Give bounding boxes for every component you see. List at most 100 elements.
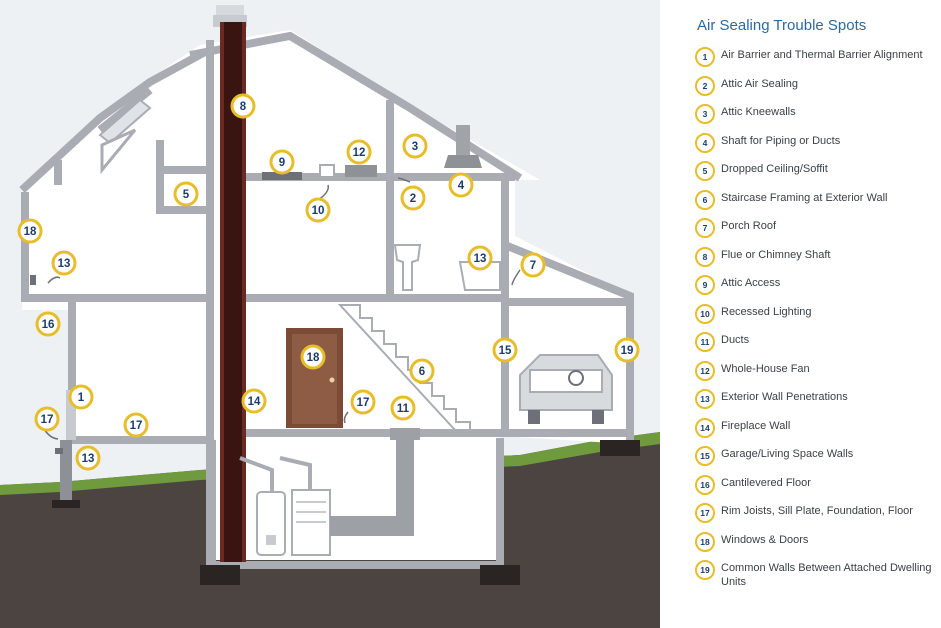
legend-number-badge: 6 bbox=[695, 189, 715, 210]
attic-access-hatch bbox=[262, 172, 302, 180]
grass-strip bbox=[0, 432, 660, 495]
marker-number: 16 bbox=[42, 319, 55, 331]
legend-number-badge: 3 bbox=[695, 104, 715, 124]
marker-number: 14 bbox=[248, 396, 261, 408]
marker-number: 13 bbox=[58, 258, 71, 270]
legend-label: Porch Roof bbox=[721, 220, 777, 232]
basement-walls bbox=[208, 438, 504, 569]
legend-number-badge: 1 bbox=[695, 47, 715, 67]
marker-number: 11 bbox=[397, 403, 410, 415]
legend-label: Rim Joists, Sill Plate, Foundation, Floo… bbox=[721, 505, 913, 517]
vent-stack bbox=[456, 125, 470, 155]
legend-item: 10 Recessed Lighting bbox=[695, 303, 941, 324]
sink-icon bbox=[393, 244, 422, 291]
marker-badge: 15 bbox=[492, 337, 518, 363]
marker-number: 18 bbox=[307, 352, 320, 364]
legend-label: Recessed Lighting bbox=[721, 305, 812, 318]
marker-badge: 18 bbox=[17, 218, 43, 244]
legend-number-badge: 5 bbox=[695, 161, 715, 181]
marker-number: 8 bbox=[240, 101, 247, 113]
legend-label: Exterior Wall Penetrations bbox=[721, 391, 848, 403]
water-heater-icon bbox=[239, 456, 312, 556]
legend-label: Common Walls Between Attached Dwelling U… bbox=[721, 562, 932, 588]
legend-item: 5 Dropped Ceiling/Soffit bbox=[695, 161, 941, 181]
ductwork bbox=[330, 428, 420, 536]
dormer-roof bbox=[97, 86, 153, 134]
garage-footing bbox=[600, 440, 640, 456]
legend-number-badge: 14 bbox=[695, 417, 715, 438]
marker-number: 1 bbox=[78, 392, 85, 404]
marker-badge: 1 bbox=[68, 384, 94, 410]
marker-number: 10 bbox=[312, 205, 325, 217]
legend-label: Ducts bbox=[721, 334, 750, 346]
marker-number: 7 bbox=[530, 260, 536, 272]
legend-label: Attic Kneewalls bbox=[721, 106, 796, 118]
marker-badge: 13 bbox=[51, 250, 77, 276]
porch-column bbox=[66, 390, 76, 440]
legend-number-badge: 10 bbox=[695, 303, 715, 324]
legend-number-badge: 7 bbox=[695, 218, 715, 238]
dropped-soffit bbox=[156, 140, 210, 214]
marker-number: 15 bbox=[499, 345, 512, 357]
marker-number: 19 bbox=[621, 345, 634, 357]
legend-title: Air Sealing Trouble Spots bbox=[697, 17, 867, 34]
legend-number-badge: 16 bbox=[695, 474, 715, 495]
marker-number: 13 bbox=[474, 253, 487, 265]
legend-label: Flue or Chimney Shaft bbox=[721, 248, 831, 261]
legend-label: Garage/Living Space Walls bbox=[721, 448, 854, 460]
legend-number-badge: 12 bbox=[695, 360, 715, 381]
legend-number-badge: 2 bbox=[695, 75, 715, 96]
marker-number: 12 bbox=[353, 147, 366, 159]
marker-badge: 10 bbox=[305, 197, 331, 223]
legend-number-badge: 19 bbox=[695, 560, 715, 580]
house-interior bbox=[22, 30, 632, 444]
legend-number-badge: 9 bbox=[695, 275, 715, 295]
legend-label: Dropped Ceiling/Soffit bbox=[721, 163, 828, 175]
marker-number: 6 bbox=[419, 366, 425, 378]
legend-item: 3 Attic Kneewalls bbox=[695, 104, 941, 124]
right-footing bbox=[480, 565, 520, 585]
front-door-icon bbox=[286, 328, 343, 428]
legend-label: Staircase Framing at Exterior Wall bbox=[721, 191, 888, 204]
legend-label: Attic Access bbox=[721, 277, 781, 289]
marker-number: 17 bbox=[41, 414, 54, 426]
marker-badge: 6 bbox=[409, 358, 435, 384]
marker-badge: 3 bbox=[402, 133, 428, 159]
legend-label: Cantilevered Floor bbox=[721, 476, 811, 489]
marker-badge: 13 bbox=[75, 445, 101, 471]
marker-badge: 14 bbox=[241, 388, 267, 414]
legend-label: Attic Air Sealing bbox=[721, 77, 799, 90]
legend-item: 2 Attic Air Sealing bbox=[695, 75, 941, 96]
legend-label: Shaft for Piping or Ducts bbox=[721, 134, 841, 147]
recessed-light-icon bbox=[319, 164, 335, 178]
marker-badge: 5 bbox=[173, 181, 199, 207]
marker-number: 2 bbox=[410, 193, 416, 205]
left-footing bbox=[200, 565, 240, 585]
legend-item: 7 Porch Roof bbox=[695, 218, 941, 238]
marker-badge: 9 bbox=[269, 149, 295, 175]
garage-roof bbox=[503, 241, 634, 444]
marker-badge: 18 bbox=[300, 344, 326, 370]
marker-number: 13 bbox=[82, 453, 95, 465]
legend-number-badge: 4 bbox=[695, 132, 715, 153]
legend-item: 6 Staircase Framing at Exterior Wall bbox=[695, 189, 941, 210]
legend-item: 11 Ducts bbox=[695, 332, 941, 352]
marker-number: 17 bbox=[130, 420, 143, 432]
marker-badge: 8 bbox=[230, 93, 256, 119]
legend-number-badge: 15 bbox=[695, 446, 715, 466]
car-icon bbox=[519, 354, 613, 424]
marker-badge: 17 bbox=[123, 412, 149, 438]
legend-number-badge: 11 bbox=[695, 332, 715, 352]
marker-number: 9 bbox=[279, 157, 285, 169]
marker-number: 17 bbox=[357, 397, 370, 409]
marker-badge: 17 bbox=[350, 389, 376, 415]
marker-number: 18 bbox=[24, 226, 37, 238]
